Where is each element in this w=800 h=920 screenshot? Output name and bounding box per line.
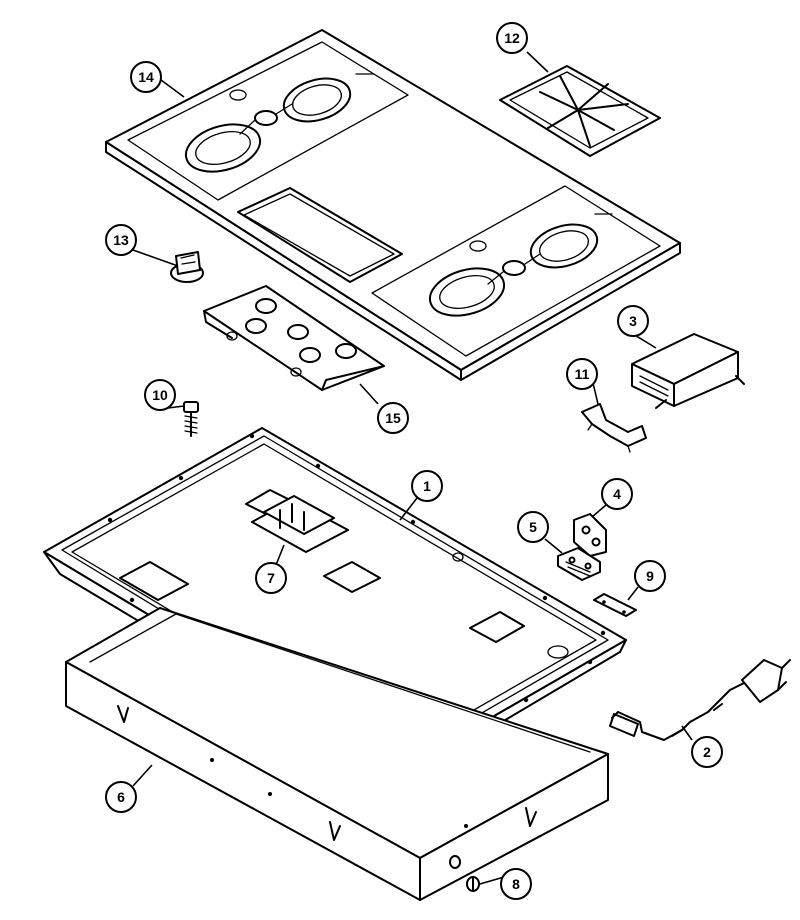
callout-10-label: 10	[152, 387, 168, 403]
power-cord	[609, 659, 791, 741]
callout-2: 2	[691, 736, 723, 768]
callout-12-label: 12	[504, 30, 520, 46]
callout-4: 4	[601, 478, 633, 510]
burner-grate	[499, 65, 661, 157]
hinge-plate-upper	[573, 513, 607, 557]
callout-6: 6	[105, 781, 137, 813]
callout-15-label: 15	[385, 410, 401, 426]
callout-5: 5	[517, 511, 549, 543]
trim-strip	[593, 593, 637, 617]
callout-1: 1	[411, 470, 443, 502]
callout-13: 13	[105, 224, 137, 256]
callout-13-label: 13	[113, 232, 129, 248]
ignition-module-box	[631, 333, 745, 409]
callout-3: 3	[617, 305, 649, 337]
callout-14: 14	[130, 61, 162, 93]
callout-1-label: 1	[423, 478, 431, 494]
callout-8: 8	[500, 868, 532, 900]
callout-12: 12	[496, 22, 528, 54]
callout-15: 15	[377, 402, 409, 434]
callout-8-label: 8	[512, 876, 520, 892]
hinge-plate-lower	[557, 547, 601, 581]
cooktop-top-panel	[105, 29, 681, 381]
callout-2-label: 2	[703, 744, 711, 760]
control-knob	[170, 251, 204, 283]
burner-bracket-plate	[203, 285, 385, 391]
callout-3-label: 3	[629, 313, 637, 329]
callout-11: 11	[566, 358, 598, 390]
mounting-bracket	[581, 403, 647, 453]
callout-7: 7	[255, 562, 287, 594]
small-plug	[466, 876, 480, 892]
callout-10: 10	[144, 379, 176, 411]
callout-4-label: 4	[613, 486, 621, 502]
callout-14-label: 14	[138, 69, 154, 85]
bottom-burner-box	[65, 607, 609, 901]
leader-lines	[132, 51, 693, 885]
callout-9: 9	[634, 560, 666, 592]
callout-11-label: 11	[575, 366, 590, 382]
callout-9-label: 9	[646, 568, 654, 584]
callout-5-label: 5	[529, 519, 537, 535]
callout-7-label: 7	[267, 570, 275, 586]
mounting-screw	[183, 401, 199, 437]
callout-6-label: 6	[117, 789, 125, 805]
